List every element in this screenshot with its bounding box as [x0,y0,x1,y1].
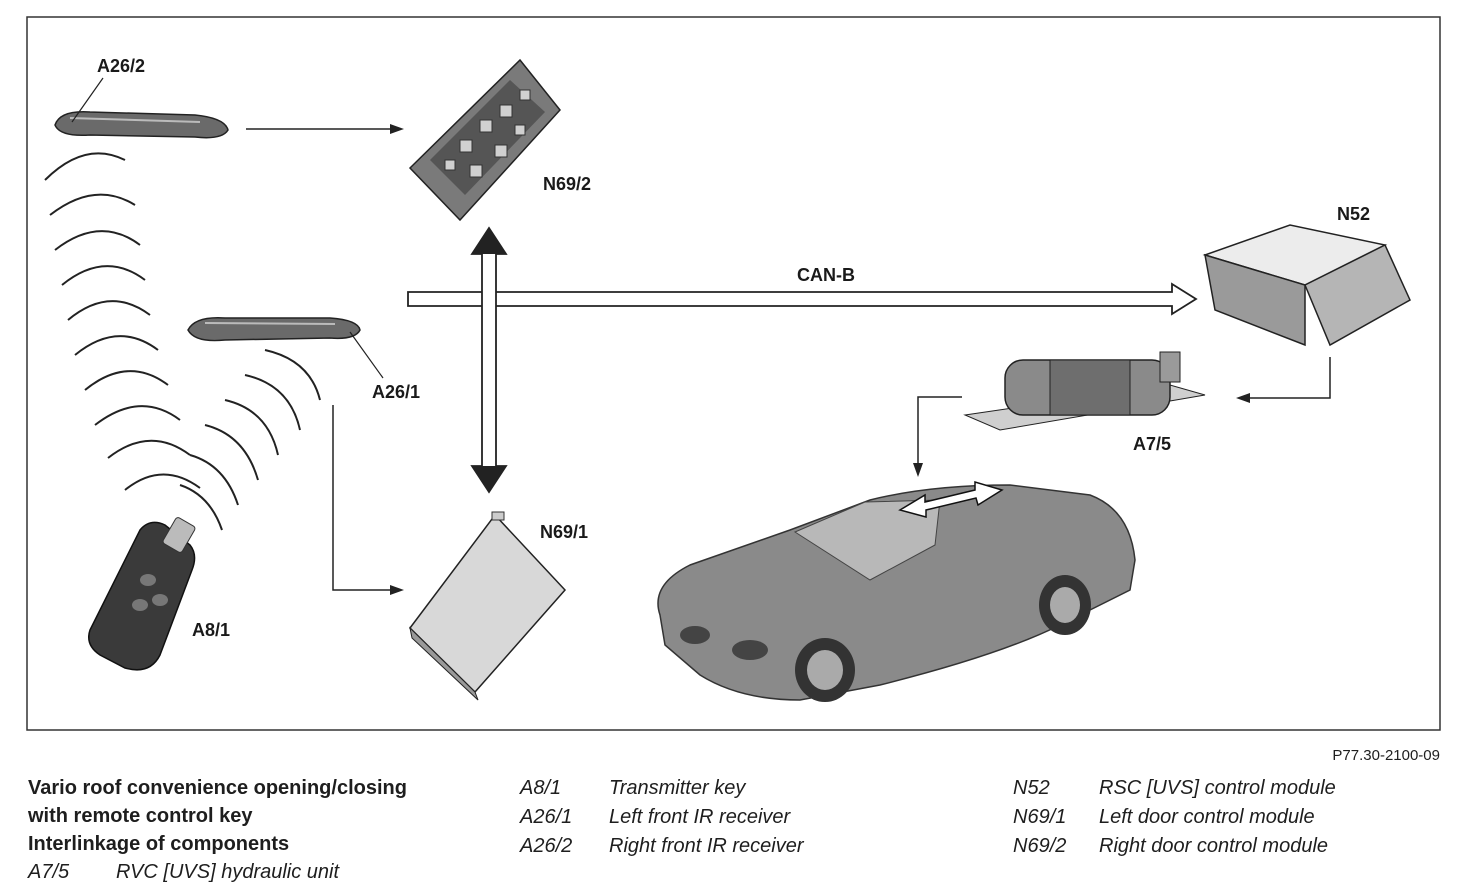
label-n69-2: N69/2 [543,174,591,194]
legend-desc: Left front IR receiver [609,806,791,828]
caption: Vario roof convenience opening/closing w… [28,774,407,858]
label-a26-1: A26/1 [372,382,420,402]
legend-code: N69/1 [1013,806,1067,828]
legend-desc: Left door control module [1099,806,1315,828]
legend-code: A26/2 [520,835,573,857]
arrow-a7-5-to-car [917,396,962,465]
module-n52-icon [1202,224,1411,347]
caption-line-2: with remote control key [28,805,253,827]
legend-code: N52 [1013,777,1050,799]
legend-desc: RVC [UVS] hydraulic unit [116,861,340,883]
a26-1-leader [349,331,384,379]
handle-a26-2-icon [54,111,229,139]
legend-code: A8/1 [520,777,562,799]
legend-desc: Right door control module [1099,835,1329,857]
label-n52: N52 [1337,204,1370,224]
can-b-bus [407,282,1198,316]
caption-line-3: Interlinkage of components [28,833,290,855]
label-n69-1: N69/1 [540,522,588,542]
arrow-a26-1-to-n69-1 [332,405,392,591]
ir-waves [44,152,321,531]
a26-2-leader [71,77,104,123]
hydraulic-unit-a7-5-icon [963,351,1206,431]
module-n69-2-icon [408,58,561,222]
legend-desc: Right front IR receiver [609,835,804,857]
legend-code: N69/2 [1013,835,1067,857]
diagram-frame [26,16,1441,731]
legend-code: A26/1 [520,806,573,828]
figure-reference: P77.30-2100-09 [1332,747,1440,764]
legend-desc: Transmitter key [609,777,746,799]
n69-double-arrow [470,226,508,494]
legend-code: A7/5 [28,861,70,883]
transmitter-key-a8-1-icon [88,517,196,671]
handle-a26-1-icon [187,317,361,342]
module-n69-1-icon [409,511,567,701]
label-a26-2: A26/2 [97,56,145,76]
arrow-n52-to-a7-5 [1248,357,1331,399]
caption-line-1: Vario roof convenience opening/closing [28,777,407,799]
label-a7-5: A7/5 [1133,434,1171,454]
legend-desc: RSC [UVS] control module [1099,777,1336,799]
label-a8-1: A8/1 [192,620,230,640]
roof-movement-arrow-icon [898,480,1004,518]
car-icon [657,484,1136,702]
label-can-b: CAN-B [797,265,855,285]
